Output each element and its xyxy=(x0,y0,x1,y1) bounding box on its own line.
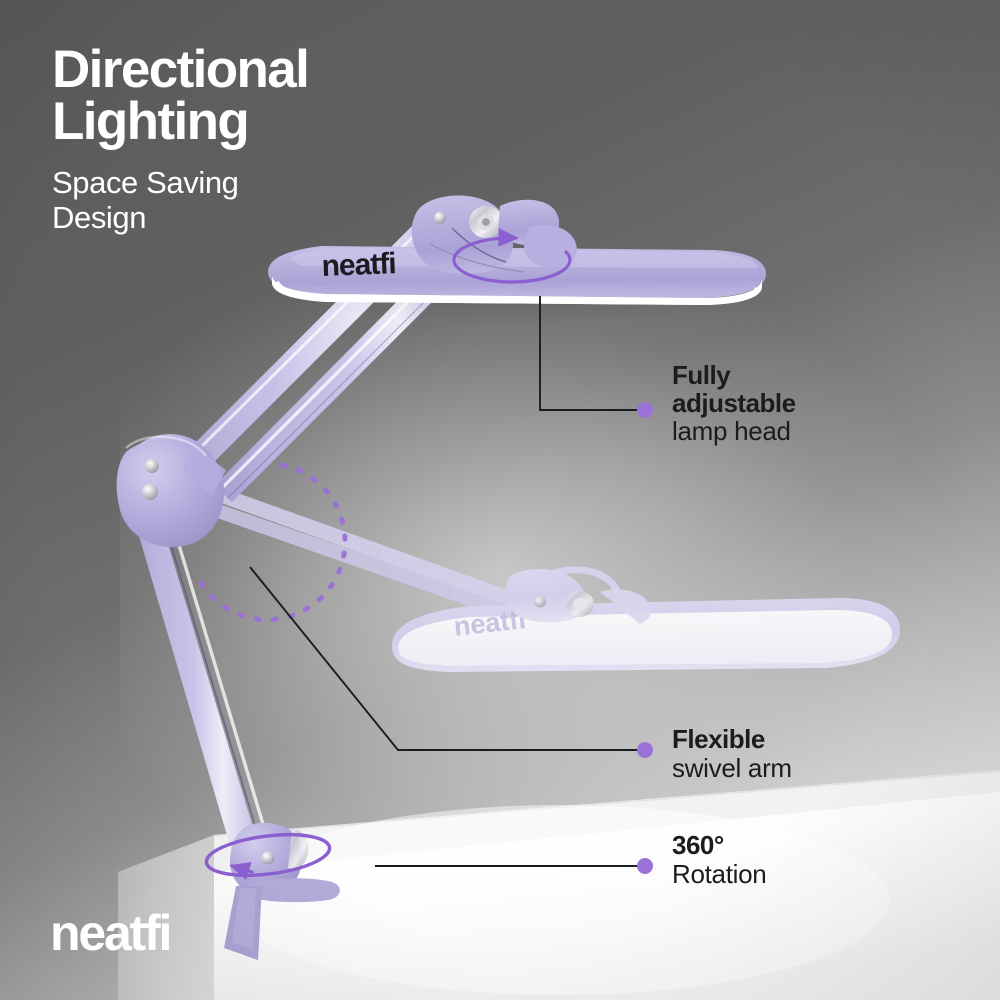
brand-logo: neatfi xyxy=(50,905,172,961)
page-subtitle: Space Saving Design xyxy=(52,164,239,235)
callout-2-light: Rotation xyxy=(672,858,767,889)
callout-1-light: swivel arm xyxy=(672,752,792,783)
callout-1-strong: Flexible xyxy=(672,724,765,754)
callout-flexible-swivel-arm: Flexible swivel arm xyxy=(672,724,792,783)
callout-fully-adjustable-lamp-head: Fully adjustable lamp head xyxy=(672,360,796,447)
callout-2-strong: 360° xyxy=(672,830,724,860)
callout-0-light: lamp head xyxy=(672,416,791,447)
title-block: Directional Lighting Space Saving Design xyxy=(52,40,472,235)
callout-360-rotation: 360° Rotation xyxy=(672,830,767,889)
page-title: Directional Lighting xyxy=(52,40,310,152)
callout-0-strong: Fully adjustable xyxy=(672,360,796,418)
